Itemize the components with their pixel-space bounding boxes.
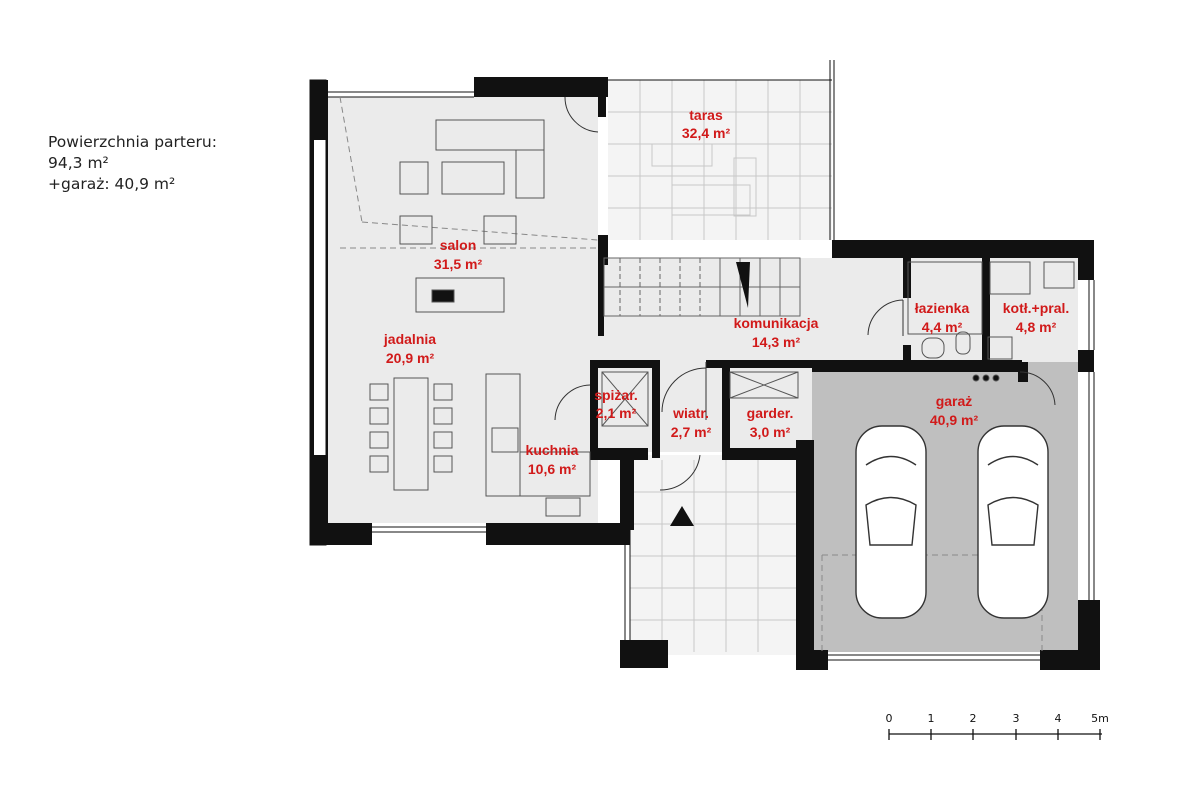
room-area-salon: 31,5 m²	[434, 256, 483, 272]
scale-tick-5: 5m	[1091, 712, 1109, 725]
room-name-garaz: garaż	[936, 393, 973, 409]
floor-fills	[326, 80, 1078, 655]
entrance-arrow	[670, 506, 694, 526]
entrance-floor	[630, 455, 798, 655]
doors	[554, 96, 1056, 491]
scale-tick-0: 0	[886, 712, 893, 725]
terrace-floor	[608, 80, 832, 240]
scale-tick-3: 3	[1013, 712, 1020, 725]
furniture	[369, 119, 1075, 517]
room-area-jadalnia: 20,9 m²	[386, 350, 435, 366]
scale-tick-2: 2	[970, 712, 977, 725]
room-name-komunikacja: komunikacja	[734, 315, 819, 331]
room-name-kotlownia: kotł.+pral.	[1003, 300, 1070, 316]
living-floor	[326, 97, 598, 523]
room-name-jadalnia: jadalnia	[383, 331, 436, 347]
walls	[309, 77, 1100, 670]
room-area-spizarnia: 2,1 m²	[596, 405, 637, 421]
room-labels: taras 32,4 m² salon 31,5 m² jadalnia 20,…	[383, 107, 1069, 477]
room-name-spizarnia: spiżar.	[594, 387, 638, 403]
room-name-lazienka: łazienka	[915, 300, 970, 316]
scale-tick-4: 4	[1055, 712, 1062, 725]
room-area-kuchnia: 10,6 m²	[528, 461, 577, 477]
room-area-lazienka: 4,4 m²	[922, 319, 963, 335]
room-name-salon: salon	[440, 237, 477, 253]
scale-tick-1: 1	[928, 712, 935, 725]
room-area-taras: 32,4 m²	[682, 125, 731, 141]
room-area-garaz: 40,9 m²	[930, 412, 979, 428]
stairs	[603, 257, 801, 317]
cars	[855, 425, 1049, 619]
summary-ground-area: 94,3 m²	[48, 154, 109, 172]
room-area-wiatrolap: 2,7 m²	[671, 424, 712, 440]
entrance-tiles	[630, 460, 798, 652]
room-name-wiatrolap: wiatr.	[672, 405, 709, 421]
room-area-garderoba: 3,0 m²	[750, 424, 791, 440]
area-summary: Powierzchnia parteru: 94,3 m² +garaż: 40…	[48, 132, 217, 195]
terrace-tiles	[608, 80, 832, 240]
room-name-garderoba: garder.	[747, 405, 794, 421]
scale-bar: 0 1 2 3 4 5m	[886, 712, 1109, 740]
room-name-kuchnia: kuchnia	[526, 442, 579, 458]
room-area-kotlownia: 4,8 m²	[1016, 319, 1057, 335]
summary-title: Powierzchnia parteru:	[48, 133, 217, 151]
summary-garage-area: +garaż: 40,9 m²	[48, 175, 176, 193]
room-area-komunikacja: 14,3 m²	[752, 334, 801, 350]
window-lines	[326, 60, 1095, 661]
hall-floor	[598, 258, 1078, 362]
utility-floor	[590, 362, 812, 452]
room-name-taras: taras	[689, 107, 723, 123]
